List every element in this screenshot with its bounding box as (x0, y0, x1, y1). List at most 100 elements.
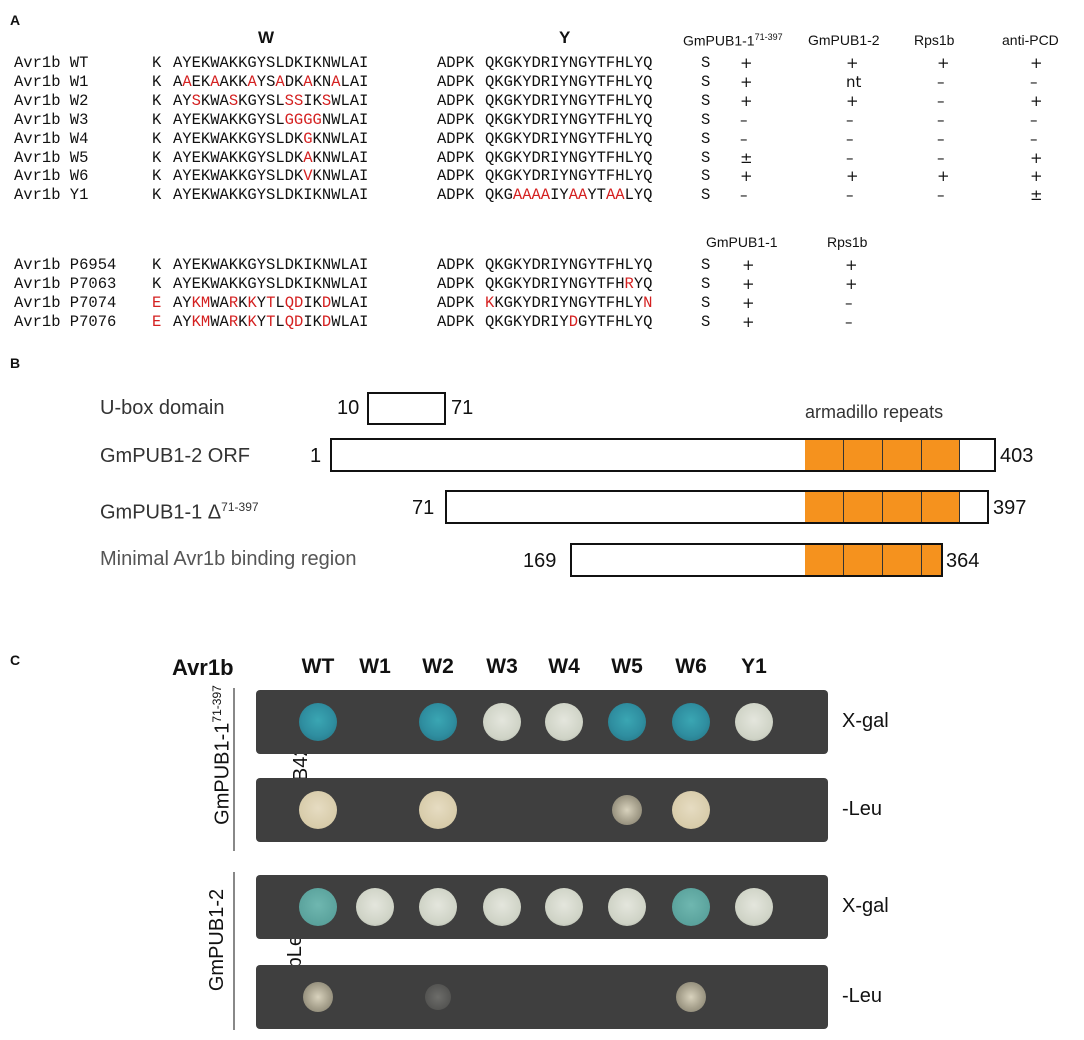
seq-segment-2: QKGKYDRIYNGYTFHLYQ (485, 110, 653, 129)
colony-spot (419, 888, 457, 926)
seq-name: Avr1b P7074 (14, 293, 117, 312)
seq-k: K (152, 129, 162, 148)
result-value: + (937, 167, 950, 186)
result-value: + (742, 274, 755, 293)
ubox-end: 71 (451, 397, 474, 419)
seq-mid: ADPK (437, 148, 475, 167)
result-value: + (846, 54, 859, 72)
result-value: – (846, 148, 854, 167)
ubox-box (367, 392, 446, 425)
plate-3 (256, 875, 828, 939)
column-label-wt: WT (301, 655, 335, 678)
seq-segment-2: QKGKYDRIYNGYTFHLYQ (485, 167, 653, 186)
seq-segment-1: AYEKWAKKGYSLDKIKNWLAI (173, 54, 369, 72)
column-label-w1: W1 (359, 655, 391, 678)
seq-segment-1: AYEKWAKKGYSLDKVKNWLAI (173, 167, 369, 186)
colony-spot (608, 703, 646, 741)
plate-4 (256, 965, 828, 1029)
result-value: – (846, 129, 854, 148)
seq-k: K (152, 186, 162, 205)
gmpub1-1-delta-label: GmPUB1-1 Δ71-397 (100, 500, 259, 524)
arm-repeat-4 (922, 492, 960, 522)
medium-label: -Leu (842, 798, 883, 820)
colony-spot (612, 795, 642, 825)
panel-c-label: C (10, 652, 21, 668)
orf-end: 403 (1000, 445, 1034, 467)
result-value: – (845, 293, 853, 312)
seq-segment-2: QKGAAAAIYAAYTAALYQ (485, 186, 653, 205)
panel-b-label: B (10, 355, 21, 371)
result-value: – (937, 72, 945, 91)
result-value: ± (740, 148, 753, 167)
seq-segment-1: AYEKWAKKGYSLDKIKNWLAI (173, 256, 369, 274)
seq-segment-1: AYEKWAKKGYSLDKIKNWLAI (173, 274, 369, 293)
arm-repeat-1 (805, 545, 844, 575)
seq-mid: ADPK (437, 110, 475, 129)
arm-repeat-4 (922, 545, 941, 575)
gmpub1-2-orf-box (330, 438, 996, 472)
result-value: – (937, 129, 945, 148)
group2-divider (233, 872, 235, 1030)
result-value: nt (846, 72, 862, 91)
seq-segment-1: AYEKWAKKGYSLDKIKNWLAI (173, 186, 369, 205)
seq-s: S (701, 54, 711, 72)
result-value: – (1030, 72, 1038, 91)
colony-spot (735, 703, 773, 741)
group1-divider (233, 688, 235, 851)
binding-start: 169 (523, 550, 557, 572)
seq-segment-2: QKGKYDRIYNGYTFHLYQ (485, 54, 653, 72)
header2-rps1b: Rps1b (827, 234, 868, 250)
motif-w-label: W (258, 28, 275, 47)
result-value: + (740, 72, 753, 91)
result-value: – (1030, 110, 1038, 129)
seq-mid: ADPK (437, 72, 475, 91)
seq-k: K (152, 148, 162, 167)
result-value: + (740, 167, 753, 186)
seq-mid: ADPK (437, 91, 475, 110)
colony-spot (672, 703, 710, 741)
seq-s: S (701, 110, 711, 129)
seq-mid: ADPK (437, 293, 475, 312)
gmpub1-1-delta-box (445, 490, 989, 524)
result-value: + (742, 256, 755, 274)
orf-start: 1 (310, 445, 322, 467)
seq-s: S (701, 186, 711, 205)
seq-k: K (152, 274, 162, 293)
seq-name: Avr1b W4 (14, 129, 89, 148)
colony-spot (299, 888, 337, 926)
arm-repeat-3 (883, 492, 922, 522)
armadillo-label: armadillo repeats (805, 402, 944, 422)
result-value: + (1030, 54, 1043, 72)
seq-segment-2: KKGKYDRIYNGYTFHLYN (485, 293, 653, 312)
result-value: – (846, 186, 854, 205)
result-value: + (742, 293, 755, 312)
delta-start: 71 (412, 497, 435, 519)
seq-name: Avr1b P7076 (14, 312, 117, 331)
seq-segment-2: QKGKYDRIYNGYTFHLYQ (485, 129, 653, 148)
result-value: + (1030, 148, 1043, 167)
seq-segment-2: QKGKYDRIYNGYTFHRYQ (485, 274, 653, 293)
colony-spot (545, 703, 583, 741)
column-label-y1: Y1 (741, 655, 767, 678)
result-value: + (1030, 91, 1043, 110)
result-value: + (1030, 167, 1043, 186)
result-value: – (845, 312, 853, 331)
seq-k: E (152, 293, 162, 312)
binding-region-box (570, 543, 943, 577)
result-value: – (740, 110, 748, 129)
seq-mid: ADPK (437, 54, 475, 72)
seq-name: Avr1b W1 (14, 72, 89, 91)
header-rps1b: Rps1b (914, 32, 955, 48)
result-value: + (846, 167, 859, 186)
motif-y-label: Y (559, 28, 571, 47)
colony-spot (483, 703, 521, 741)
seq-k: K (152, 256, 162, 274)
seq-name: Avr1b W2 (14, 91, 89, 110)
arm-repeat-3 (883, 440, 922, 470)
seq-segment-2: QKGKYDRIYNGYTFHLYQ (485, 91, 653, 110)
plate-1 (256, 690, 828, 754)
seq-k: K (152, 72, 162, 91)
seq-segment-2: QKGKYDRIYNGYTFHLYQ (485, 148, 653, 167)
result-value: – (937, 186, 945, 205)
colony-spot (672, 888, 710, 926)
